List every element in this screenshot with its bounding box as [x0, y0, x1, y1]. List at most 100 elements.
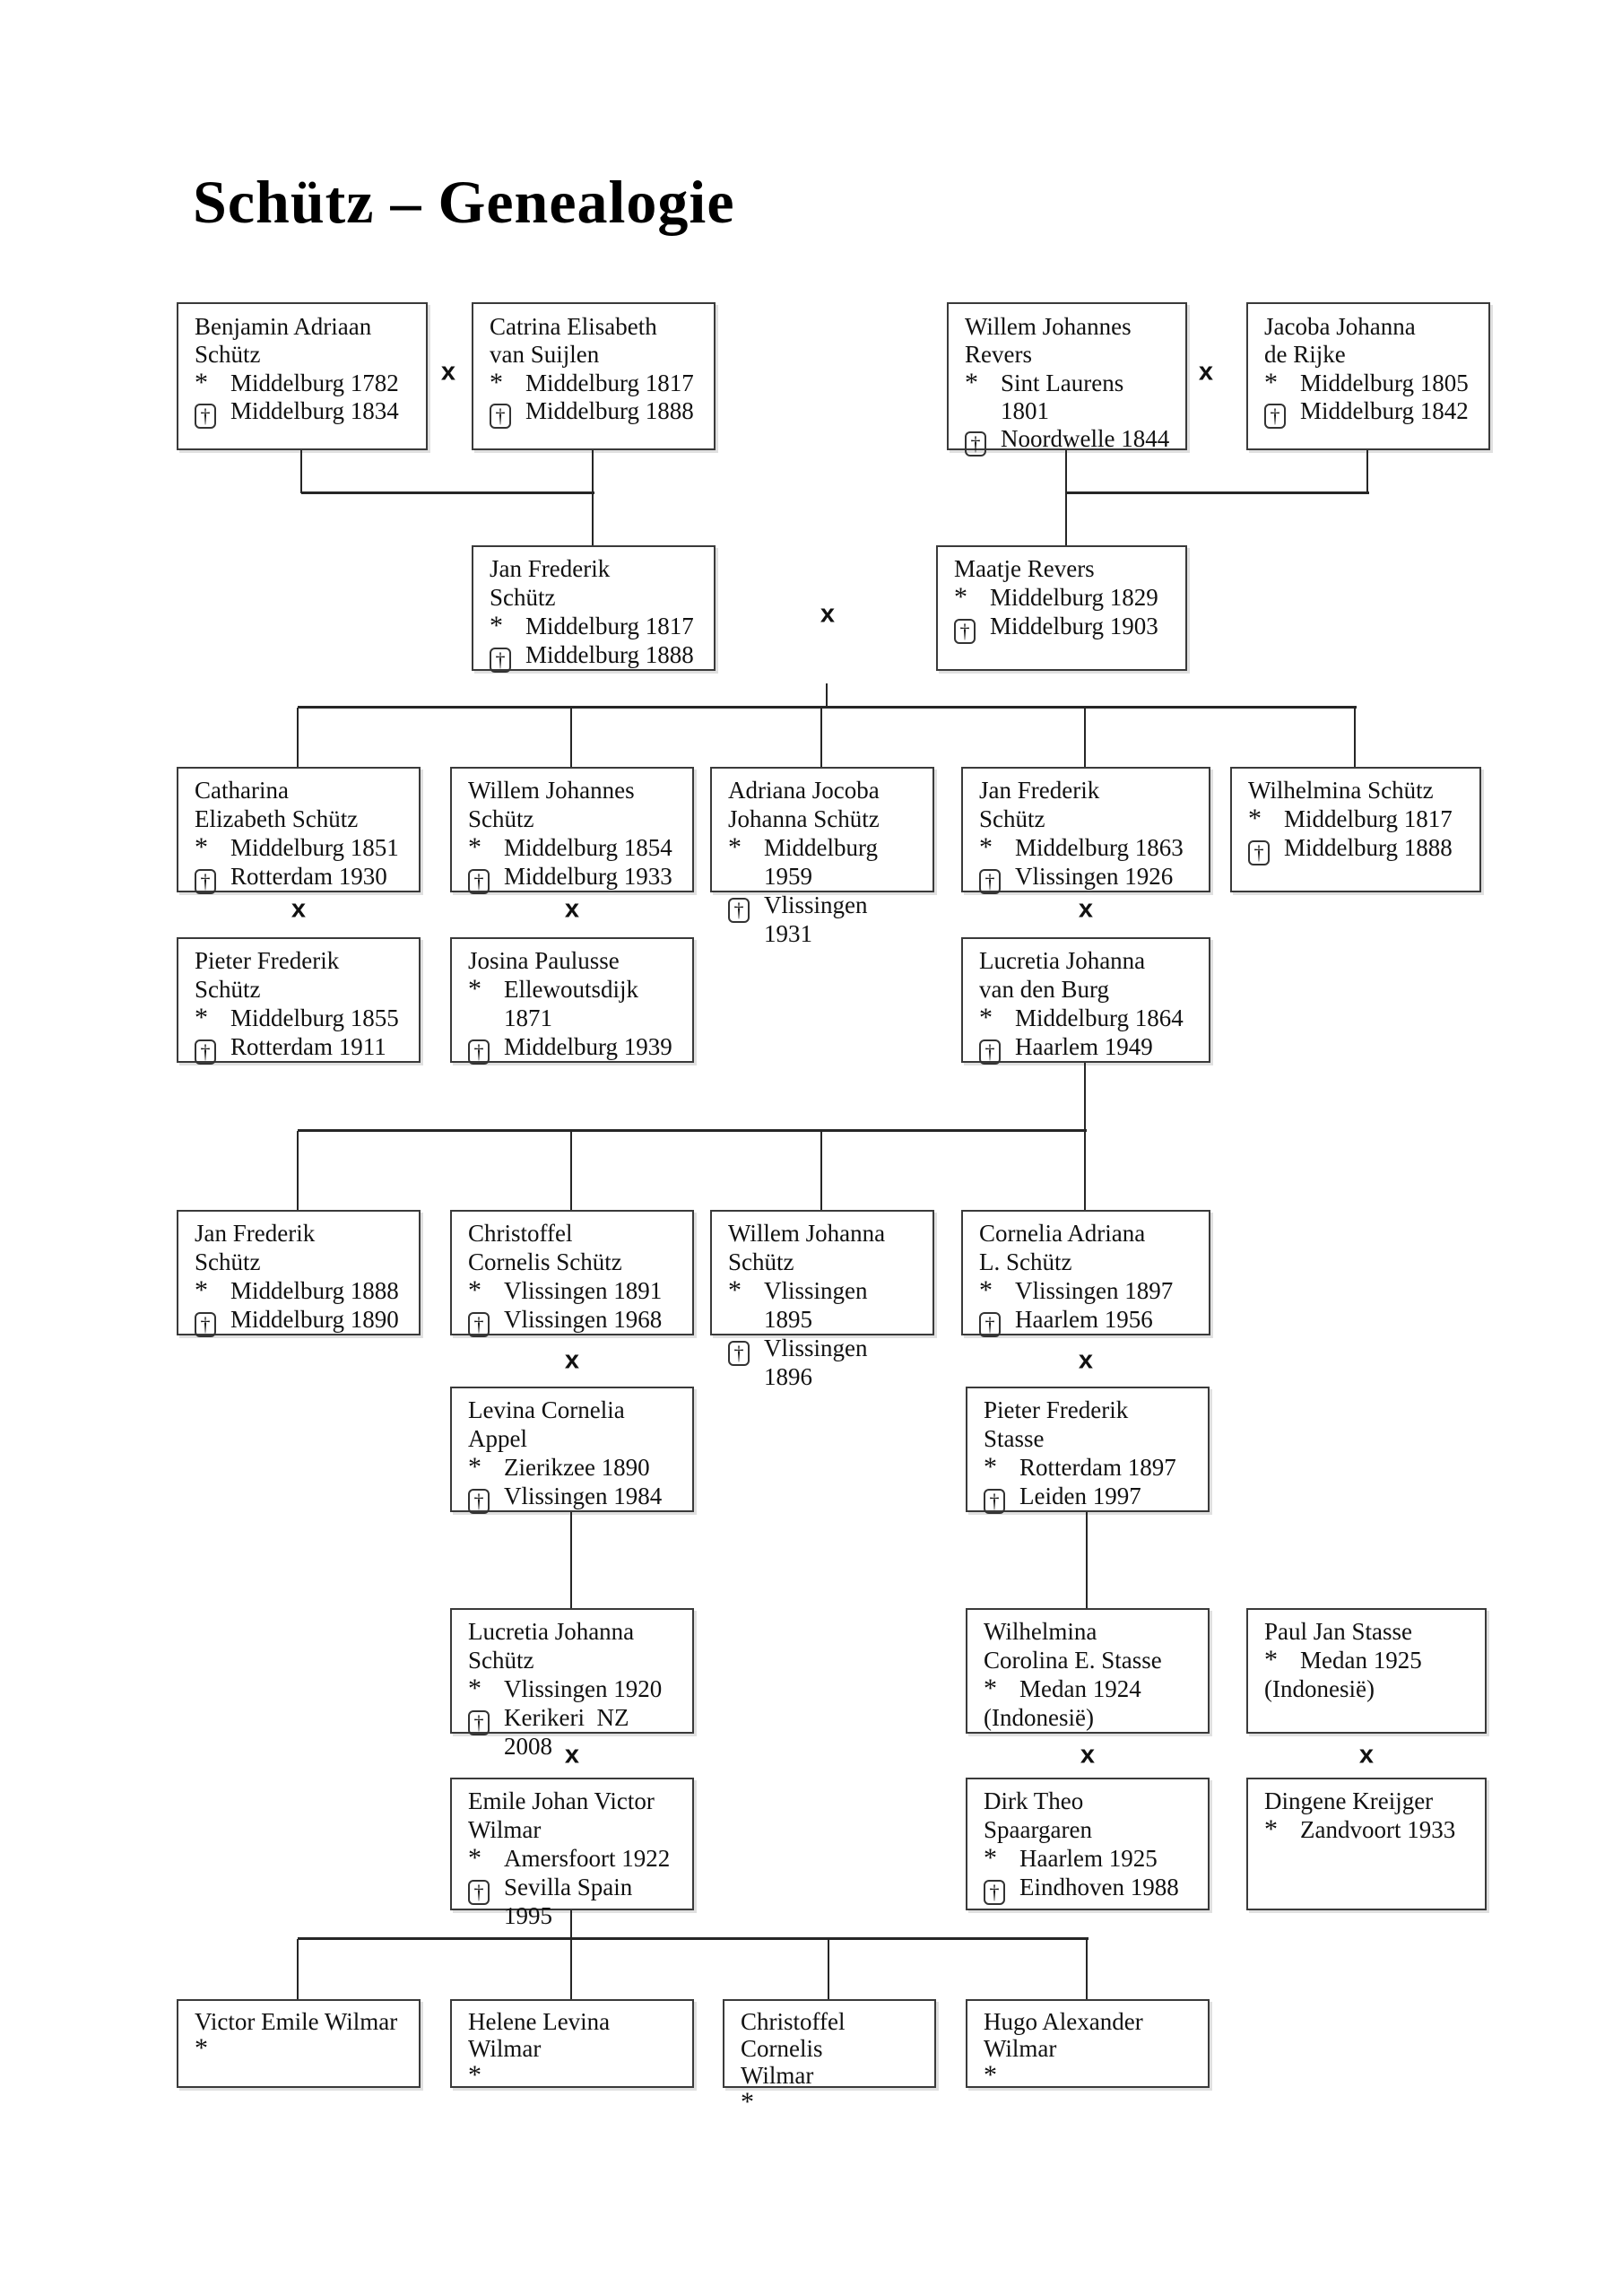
death-line: †Vlissingen 1931: [728, 891, 922, 948]
birth-place-year: Rotterdam 1897: [1019, 1454, 1176, 1481]
death-line: †Middelburg 1939: [468, 1032, 681, 1065]
birth-line: *Vlissingen 1895: [728, 1276, 922, 1334]
birth-place-year: Amersfoort 1922: [504, 1845, 671, 1872]
birth-symbol: *: [984, 2060, 997, 2090]
person-name: Lucretia Johanna: [468, 1618, 635, 1645]
death-cross-icon: †: [195, 1312, 216, 1337]
person-name-line: Schütz: [195, 975, 408, 1004]
person-name: Stasse: [984, 1425, 1045, 1452]
death-line: †Vlissingen 1896: [728, 1334, 922, 1391]
person-name: van Suijlen: [490, 341, 600, 368]
birth-symbol: *: [468, 1843, 481, 1873]
birth-line: * Amersfoort 1922: [468, 1844, 681, 1873]
connector-vline: [1084, 1063, 1086, 1133]
person-name: Josina Paulusse: [468, 947, 620, 974]
person-name-line: Benjamin Adriaan: [195, 313, 415, 341]
person-name-line: Willem Johannes: [468, 776, 681, 804]
death-symbol-cell: †: [468, 1703, 504, 1735]
death-cross-icon: †: [965, 431, 986, 457]
person-name-line: Maatje Revers: [954, 554, 1175, 583]
birth-symbol: *: [984, 1674, 997, 1703]
birth-place-year: Middelburg 1855: [230, 1004, 399, 1031]
connector-vline: [1086, 1512, 1088, 1608]
marriage-x: x: [1358, 1740, 1375, 1770]
person-name-line: Schütz: [490, 583, 703, 612]
death-symbol-cell: †: [984, 1873, 1019, 1905]
connector-vline: [1084, 708, 1086, 767]
person-name-line: Adriana Jocoba: [728, 776, 922, 804]
person-name-line: Wilhelmina: [984, 1617, 1197, 1646]
person-name-line: Schütz: [195, 1248, 408, 1276]
connector-vline: [570, 708, 572, 767]
birth-place-year: Haarlem 1925: [1019, 1845, 1158, 1872]
death-place-year: Haarlem 1956: [1015, 1306, 1153, 1333]
person-name-line: Schütz: [728, 1248, 922, 1276]
death-symbol-cell: †: [979, 862, 1015, 894]
person-name-line: Victor Emile Wilmar: [195, 2008, 408, 2035]
death-line: †Haarlem 1949: [979, 1032, 1198, 1065]
death-line: †Vlissingen 1926: [979, 862, 1198, 894]
birth-line: *: [984, 2062, 1197, 2089]
death-symbol-cell: †: [965, 425, 1001, 457]
person-name: Hugo Alexander: [984, 2008, 1143, 2035]
death-cross-icon: †: [468, 1489, 490, 1514]
marriage-x: x: [1078, 894, 1094, 924]
death-cross-icon: †: [468, 869, 490, 894]
person-name-line: Lucretia Johanna: [468, 1617, 681, 1646]
connector-vline: [1086, 1939, 1088, 1999]
death-place-year: Rotterdam 1911: [230, 1033, 386, 1060]
death-cross-icon: †: [195, 1039, 216, 1065]
birth-line: *Middelburg 1959: [728, 833, 922, 891]
death-line: †Vlissingen 1984: [468, 1482, 681, 1514]
birth-place-year: Middelburg 1805: [1300, 370, 1469, 396]
connector-hline: [301, 491, 594, 494]
person-name: Wilhelmina: [984, 1618, 1097, 1645]
birth-symbol: *: [728, 832, 742, 862]
death-place-year: Middelburg 1939: [504, 1033, 672, 1060]
person-name-line: Josina Paulusse: [468, 946, 681, 975]
person-name-line: van den Burg: [979, 975, 1198, 1004]
note-line: (Indonesië): [1264, 1674, 1474, 1703]
person-name: Victor Emile Wilmar: [195, 2008, 398, 2035]
birth-line: *Middelburg 1829: [954, 583, 1175, 612]
death-symbol-cell: †: [195, 1305, 230, 1337]
note-line: (Indonesië): [984, 1703, 1197, 1732]
birth-line: *Vlissingen 1897: [979, 1276, 1198, 1305]
connector-vline: [570, 1939, 572, 1999]
birth-symbol: *: [954, 582, 967, 612]
person-name-line: Helene Levina: [468, 2008, 681, 2035]
birth-place-year: Middelburg 1817: [525, 613, 694, 639]
person-name: Jan Frederik: [195, 1220, 316, 1247]
person-name-line: Willem Johannes: [965, 313, 1175, 341]
connector-vline: [828, 1939, 829, 1999]
birth-place-year: Sint Laurens: [1001, 370, 1124, 396]
death-cross-icon: †: [728, 898, 750, 923]
person-name: Cornelia Adriana: [979, 1220, 1146, 1247]
death-line: †Middelburg 1903: [954, 612, 1175, 644]
person-box-g2p2: Maatje Revers*Middelburg 1829†Middelburg…: [936, 545, 1187, 671]
death-place-year: Leiden 1997: [1019, 1483, 1141, 1509]
birth-year: 1801: [1001, 397, 1049, 424]
birth-symbol: *: [741, 2087, 754, 2117]
death-cross-icon: †: [468, 1710, 490, 1735]
birth-line: *: [468, 2062, 681, 2089]
person-name-line: Wilmar: [468, 2035, 681, 2062]
page-title: Schütz – Genealogie: [193, 168, 735, 236]
person-box-s3p2: Josina Paulusse*Ellewoutsdijk 1871†Midde…: [450, 937, 694, 1065]
person-name: L. Schütz: [979, 1248, 1072, 1275]
birth-line: *Vlissingen 1920: [468, 1674, 681, 1703]
marriage-x: x: [820, 599, 836, 629]
death-place-year: Rotterdam 1930: [230, 863, 387, 890]
connector-vline: [297, 1939, 299, 1999]
person-box-g3p5: Wilhelmina Schütz*Middelburg 1817†Middel…: [1230, 767, 1481, 892]
birth-symbol: *: [1264, 1814, 1278, 1844]
connector-vline: [297, 1131, 299, 1210]
person-name: Wilmar: [468, 1816, 542, 1843]
person-name-line: Willem Johanna: [728, 1219, 922, 1248]
birth-line: *Haarlem 1925: [984, 1844, 1197, 1873]
